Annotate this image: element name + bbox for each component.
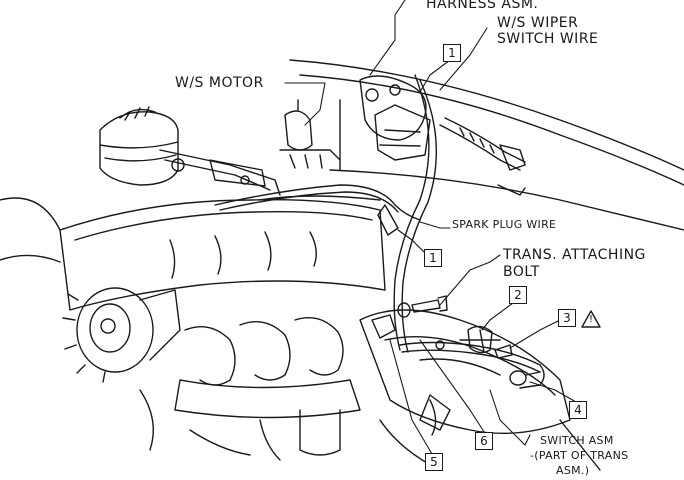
ws-wiper-label-line2: SWITCH WIRE	[497, 31, 599, 47]
coil	[279, 99, 341, 169]
ws-wiper-label-line1: W/S WIPER	[497, 15, 579, 31]
trans-bolt-label-line2: BOLT	[503, 264, 540, 280]
switch-asm-label-line1: SWITCH ASM	[540, 434, 614, 447]
callout-5: 5	[425, 453, 443, 471]
switch-assembly	[397, 295, 541, 436]
leader-lines	[284, 0, 577, 455]
trans-bolt-label-line1: TRANS. ATTACHING	[503, 247, 646, 263]
callout-4: 4	[569, 401, 587, 419]
wiper-motor	[359, 75, 526, 196]
callout-6: 6	[475, 432, 493, 450]
switch-asm-label-line3: ASM.)	[556, 464, 590, 477]
switch-asm-label-line2: -(PART OF TRANS	[530, 449, 629, 462]
callout-1-mid: 1	[424, 249, 442, 267]
callout-1-top: 1	[443, 44, 461, 62]
spark-plug-wires	[214, 184, 421, 221]
switch-wire-harness	[371, 74, 545, 389]
warning-symbol: !	[589, 314, 594, 325]
callout-3: 3	[558, 309, 576, 327]
ws-motor-label: W/S MOTOR	[175, 75, 264, 91]
spark-plug-wire-label: SPARK PLUG WIRE	[452, 218, 557, 231]
exhaust-manifold	[139, 317, 361, 461]
warning-triangle	[581, 310, 601, 328]
firewall-outline	[289, 59, 684, 231]
carburetor	[99, 106, 281, 196]
callout-2: 2	[509, 286, 527, 304]
valve-cover	[0, 195, 386, 311]
alternator	[62, 287, 181, 383]
harness-asm-label: HARNESS ASM.	[426, 0, 539, 12]
